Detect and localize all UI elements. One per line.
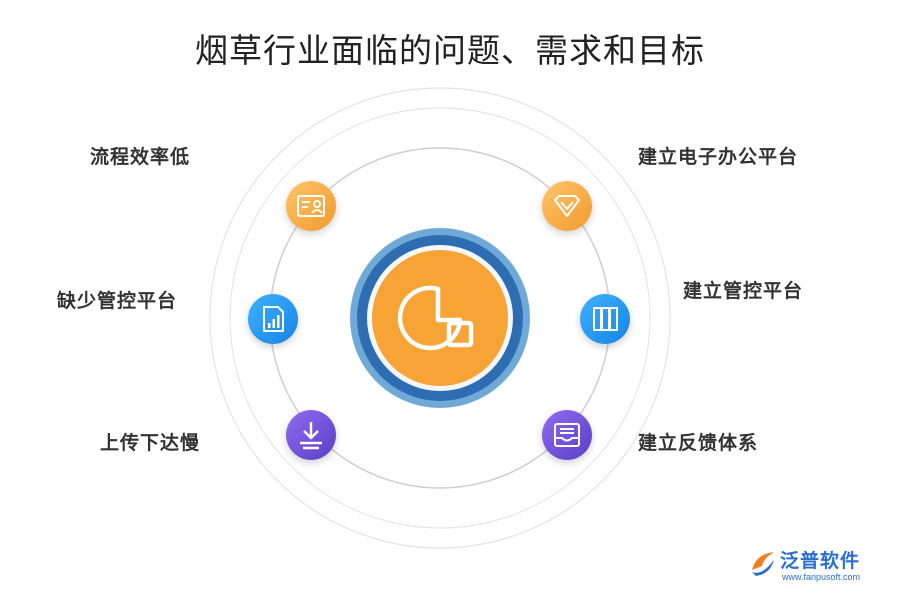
brand-logo: 泛普软件 www.fanpusoft.com (748, 546, 888, 590)
goal-label-feedback-system: 建立反馈体系 (638, 432, 759, 454)
goal-node-e-office-platform (542, 181, 592, 231)
binders-icon (593, 307, 618, 331)
problem-node-slow-communication (286, 410, 336, 460)
id-card-icon (297, 195, 325, 217)
bar-chart-document-icon (263, 306, 284, 332)
chevron-down-icon (554, 195, 580, 217)
problem-label-process-efficiency: 流程效率低 (90, 146, 191, 168)
goal-label-e-office-platform: 建立电子办公平台 (638, 146, 799, 168)
page-title: 烟草行业面临的问题、需求和目标 (195, 31, 705, 70)
goal-label-control-platform: 建立管控平台 (683, 280, 804, 302)
goal-node-control-platform (580, 294, 630, 344)
problem-node-process-efficiency (286, 181, 336, 231)
download-icon (300, 422, 322, 450)
problem-label-no-control-platform: 缺少管控平台 (57, 290, 178, 312)
inbox-tray-icon (554, 423, 580, 447)
brand-logo-icon (752, 552, 774, 576)
goal-node-feedback-system (542, 410, 592, 460)
brand-logo-url: www.fanpusoft.com (782, 572, 861, 582)
center-node (350, 228, 530, 408)
problem-label-slow-communication: 上传下达慢 (100, 432, 201, 454)
problem-node-no-control-platform (248, 294, 298, 344)
brand-logo-name: 泛普软件 (780, 550, 861, 572)
pie-chart-icon (397, 285, 474, 351)
